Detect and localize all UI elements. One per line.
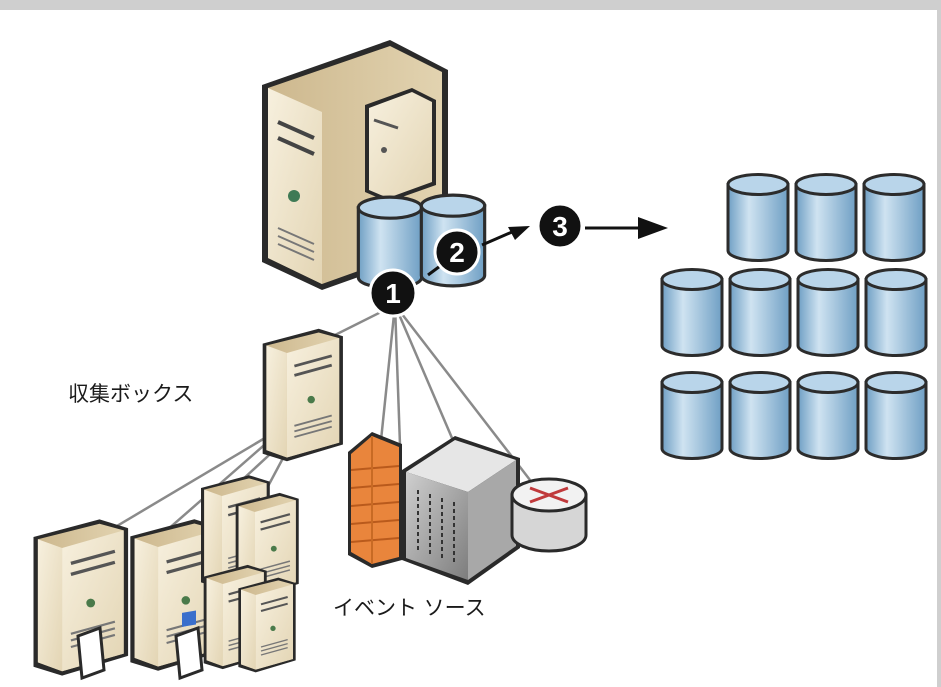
firewall-icon (348, 432, 402, 568)
step-label-1: 1 (385, 278, 401, 309)
step-label-3: 3 (552, 211, 568, 242)
switch-icon (402, 436, 520, 585)
collector-label: 収集ボックス (68, 382, 194, 406)
router-icon (510, 477, 588, 553)
step-badge-2: 2 (433, 228, 481, 276)
collector-server-icon (261, 327, 345, 463)
step-badge-1: 1 (368, 268, 418, 318)
main-server-icon (262, 40, 448, 290)
step-label-2: 2 (449, 237, 465, 268)
storage-array-icon (660, 172, 928, 461)
event-sources-label: イベント ソース (333, 596, 486, 620)
step-badge-3: 3 (536, 202, 584, 250)
source-server-icons (31, 473, 300, 681)
